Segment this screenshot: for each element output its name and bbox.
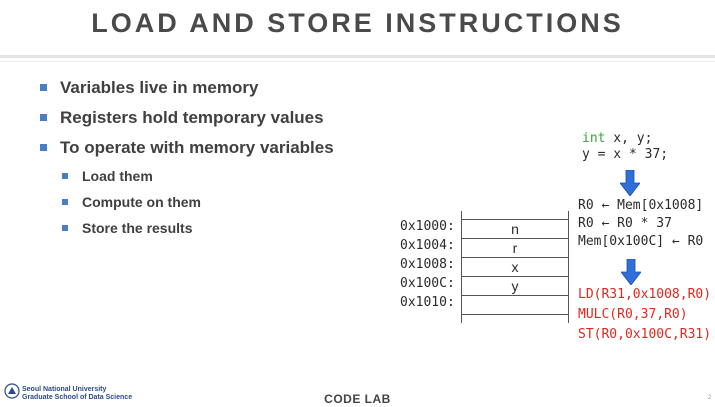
title-divider-thin [0, 61, 715, 62]
code-assignment: y = x * 37; [582, 147, 669, 162]
down-arrow-icon [620, 170, 640, 196]
memory-address: 0x1004: [400, 238, 455, 253]
footer-university: Seoul National University [22, 386, 107, 393]
memory-cell: x [461, 257, 569, 276]
beta-assembly: LD(R31,0x1008,R0) MULC(R0,37,R0) ST(R0,0… [578, 285, 711, 345]
bullet-square-icon [40, 144, 47, 151]
bullet-item: To operate with memory variables [40, 135, 334, 165]
sub-bullet-item: Store the results [40, 217, 334, 243]
asm-line: MULC(R0,37,R0) [578, 307, 688, 322]
footer-institution: Seoul National University Graduate Schoo… [22, 386, 132, 402]
bullet-square-icon [40, 114, 47, 121]
memory-bottom-edge [461, 315, 569, 323]
memory-address: 0x1000: [400, 219, 455, 234]
code-declaration: x, y; [605, 131, 653, 146]
memory-address: 0x1008: [400, 257, 455, 272]
rtl-line: R0 ← Mem[0x1008] [578, 198, 704, 213]
slide-title: LOAD AND STORE INSTRUCTIONS [91, 8, 624, 38]
bullet-list: Variables live in memory Registers hold … [40, 75, 334, 243]
bullet-item: Variables live in memory [40, 75, 334, 105]
code-keyword: int [582, 131, 606, 146]
memory-diagram: n r x y [461, 211, 569, 323]
bullet-square-icon [62, 199, 68, 205]
footer-school: Graduate School of Data Science [22, 394, 133, 401]
memory-address: 0x1010: [400, 295, 455, 310]
rtl-line: R0 ← R0 * 37 [578, 216, 672, 231]
title-divider [0, 55, 715, 58]
sub-bullet-item: Load them [40, 165, 334, 191]
memory-cell: y [461, 276, 569, 295]
down-arrow-icon [621, 259, 641, 285]
bullet-item: Registers hold temporary values [40, 105, 334, 135]
university-logo-icon [4, 383, 20, 399]
memory-cell [461, 295, 569, 315]
memory-cell: r [461, 238, 569, 257]
asm-line: ST(R0,0x100C,R31) [578, 327, 712, 342]
rtl-line: Mem[0x100C] ← R0 [578, 234, 704, 249]
memory-address: 0x100C: [400, 276, 455, 291]
sub-bullet-item: Compute on them [40, 191, 334, 217]
memory-top-edge [461, 211, 569, 219]
c-code-block: int x, y; y = x * 37; [582, 131, 668, 163]
bullet-square-icon [40, 84, 47, 91]
bullet-square-icon [62, 225, 68, 231]
page-number: 2 [708, 395, 712, 401]
footer-code-lab: CODE LAB [324, 392, 391, 406]
memory-cell: n [461, 219, 569, 238]
bullet-square-icon [62, 173, 68, 179]
asm-line: LD(R31,0x1008,R0) [578, 287, 712, 302]
